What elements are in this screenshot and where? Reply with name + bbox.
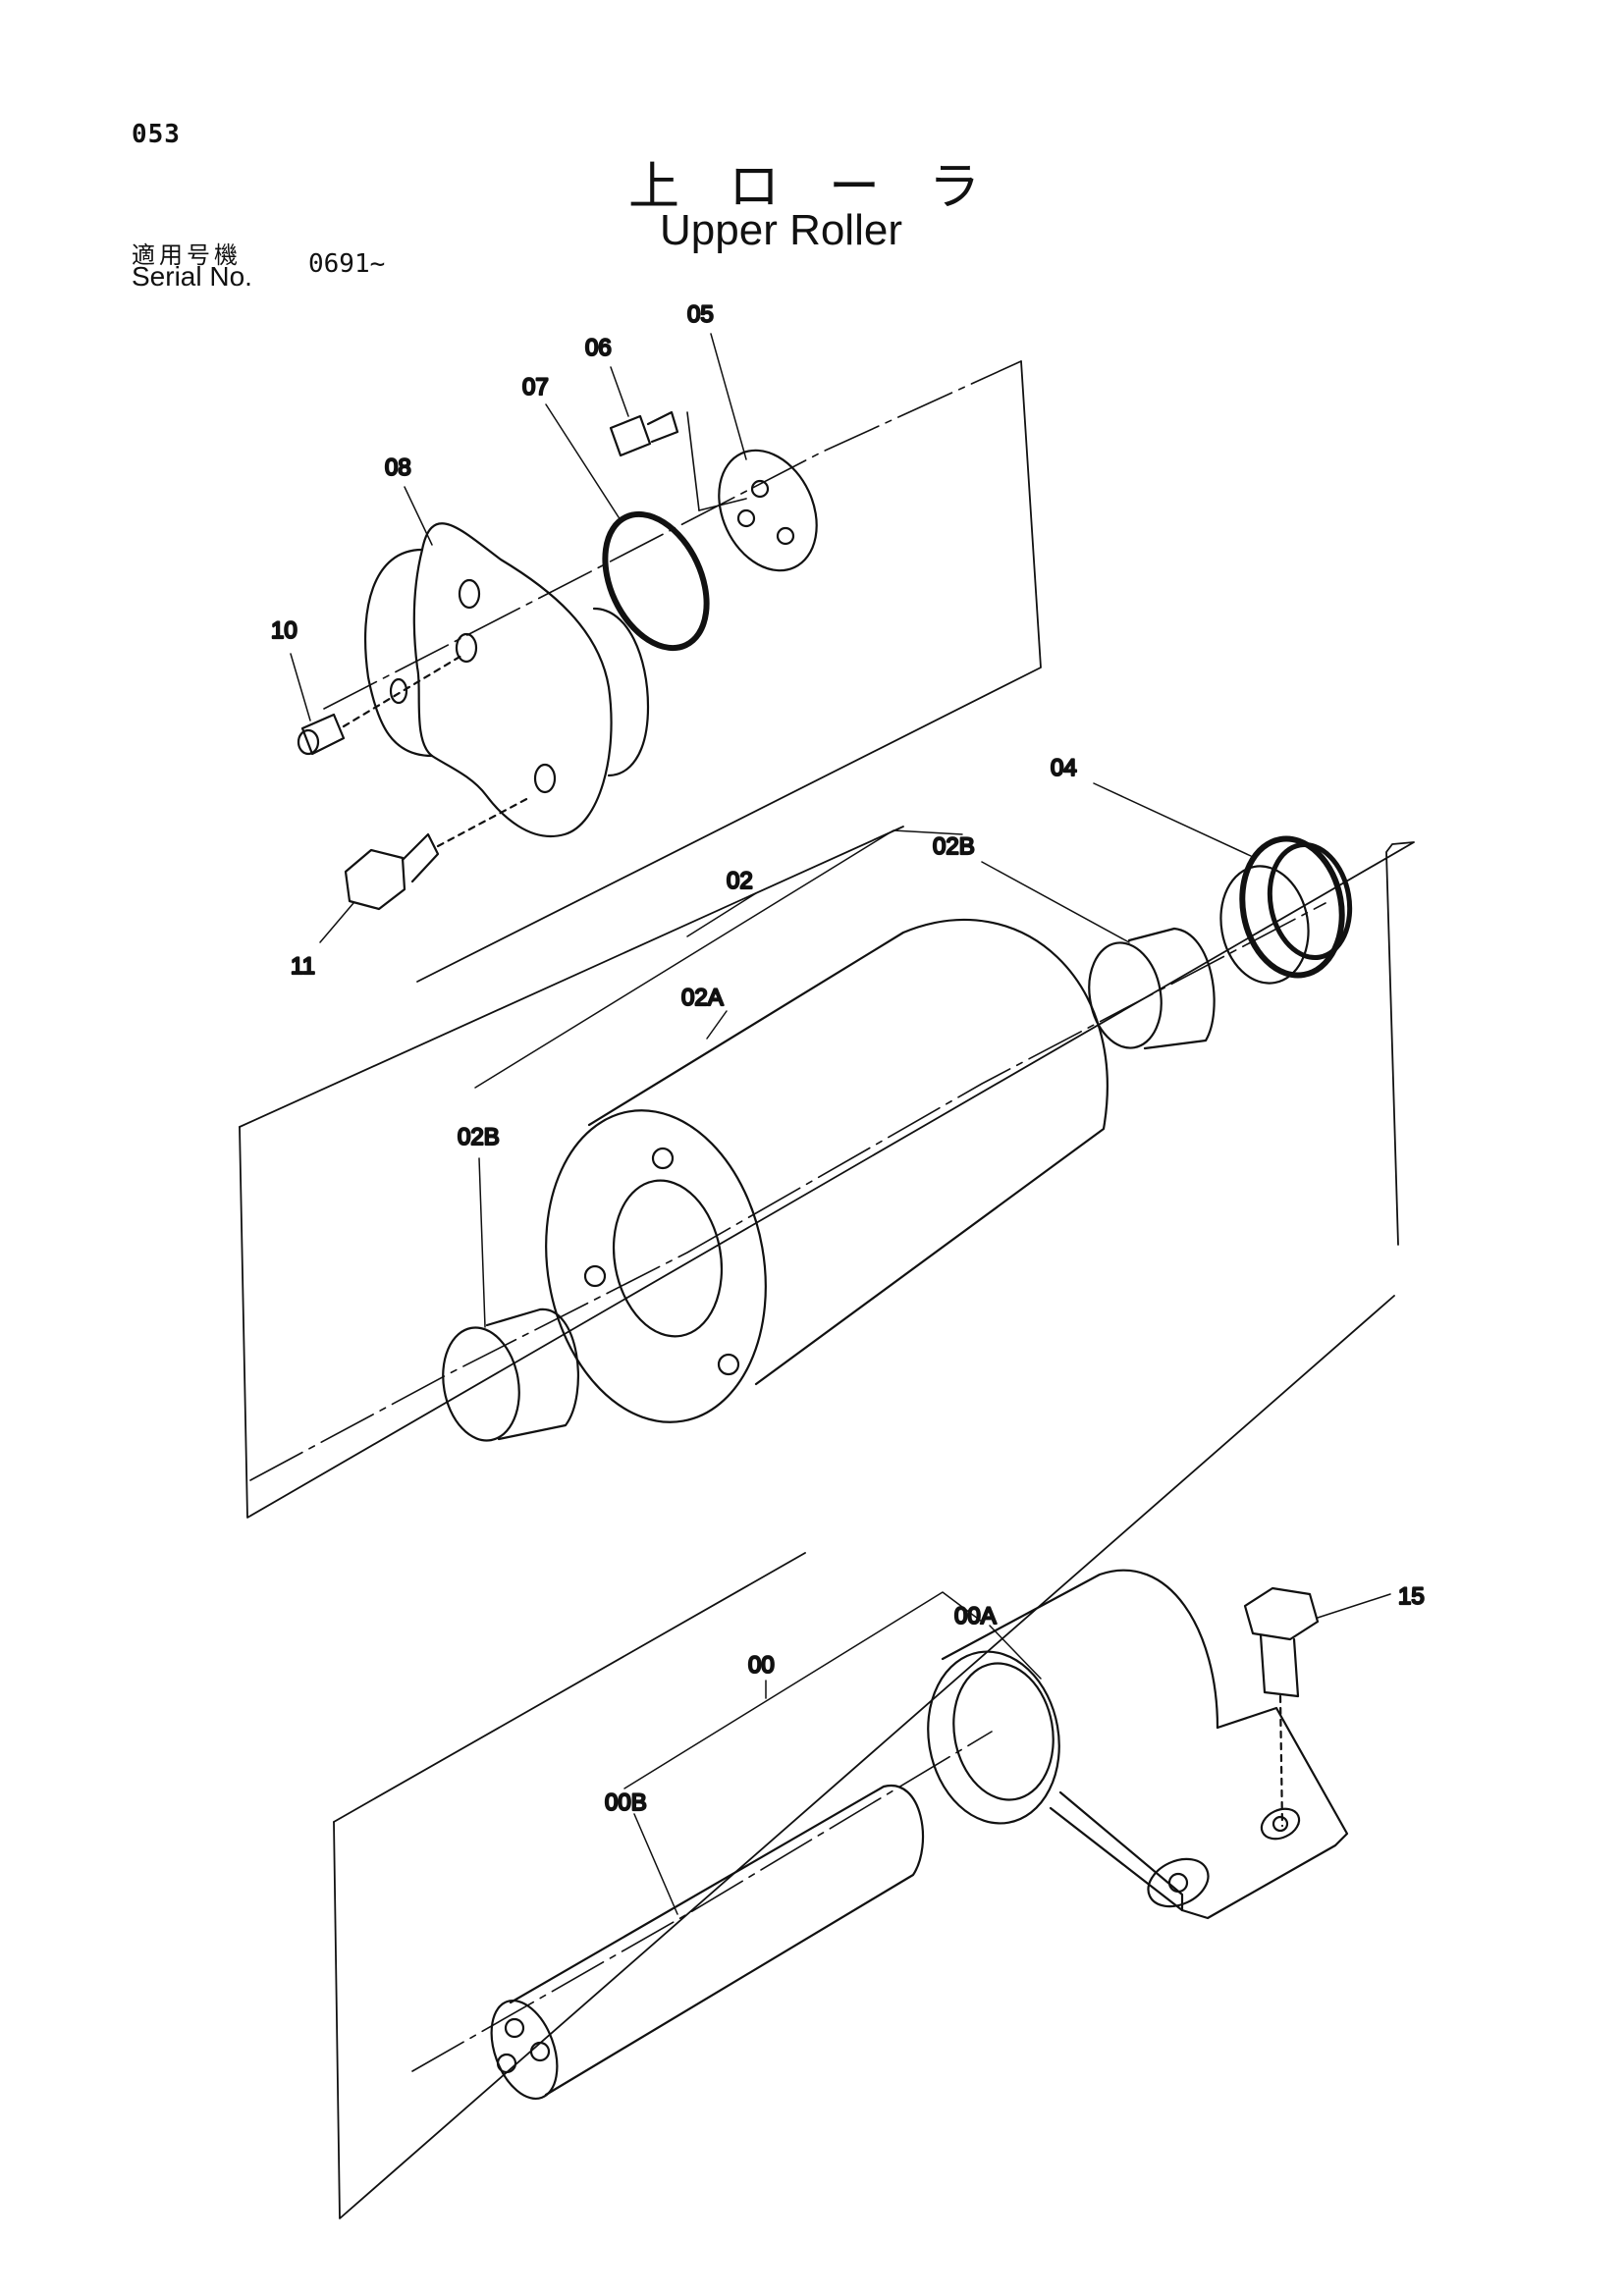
group-bracket-shaft-top (333, 1552, 806, 1823)
axis-line-shaft (411, 1731, 993, 2072)
o-ring-part-07 (602, 510, 710, 652)
callout-11: 11 (291, 953, 315, 980)
knurled-screw-part-06 (609, 410, 747, 511)
callout-02b-left: 02B (458, 1124, 500, 1150)
leader-11 (319, 902, 354, 943)
leader-02b-top (981, 861, 1130, 943)
callout-15: 15 (1398, 1583, 1425, 1610)
serial-label-english: Serial No. (132, 261, 252, 292)
callout-10: 10 (271, 617, 298, 644)
callout-02: 02 (727, 868, 753, 894)
callout-04: 04 (1051, 755, 1077, 781)
serial-label-japanese: 適用号機 (132, 241, 242, 269)
group-bracket-roller-top (239, 826, 904, 1128)
leader-08 (404, 486, 433, 546)
leader-02-bracket (474, 829, 963, 1089)
bolt-part-11 (344, 795, 532, 911)
callout-08: 08 (385, 454, 411, 481)
leader-00b (633, 1813, 678, 1915)
title-english: Upper Roller (660, 206, 902, 254)
bracket-part-00a (927, 1569, 1349, 1920)
bushing-right-part-02b (1088, 927, 1216, 1050)
set-screw-part-10 (297, 654, 463, 756)
callout-06: 06 (585, 335, 612, 361)
title-japanese: 上ローラ (628, 158, 1030, 217)
leader-15 (1317, 1593, 1391, 1619)
page-number: 053 (132, 120, 181, 149)
leader-10 (290, 653, 311, 721)
callout-00b: 00B (605, 1789, 647, 1816)
callout-00: 00 (748, 1652, 775, 1679)
bushing-left-part-02b (442, 1308, 579, 1442)
plate-part-05 (718, 449, 818, 572)
leader-00a (989, 1625, 1042, 1680)
callout-02b-top: 02B (933, 833, 975, 860)
group-bracket-cover (416, 360, 1042, 983)
group-bracket-shaft (333, 1295, 1395, 2219)
leader-04 (1093, 782, 1252, 857)
roller-body-part-02a (545, 918, 1109, 1423)
leader-05 (710, 333, 747, 460)
leader-02 (686, 892, 757, 937)
callout-00a: 00A (954, 1603, 997, 1629)
shaft-part-00b (490, 1784, 925, 2101)
callout-07: 07 (522, 374, 549, 400)
axis-line-roller (249, 902, 1326, 1481)
callout-02a: 02A (681, 985, 724, 1011)
leader-02a (706, 1010, 728, 1040)
serial-number-value: 0691~ (308, 249, 386, 279)
leader-02b-left (478, 1157, 486, 1328)
axis-line-cover (323, 360, 1022, 710)
leader-06 (610, 366, 629, 417)
group-bracket-roller (239, 841, 1415, 1519)
bolt-part-15 (1243, 1586, 1320, 1828)
floating-seal-part-04 (1219, 835, 1353, 985)
leader-00-bracket (623, 1591, 983, 1789)
end-cover-part-08 (364, 522, 650, 837)
leader-07 (545, 403, 622, 521)
callout-05: 05 (687, 301, 714, 328)
